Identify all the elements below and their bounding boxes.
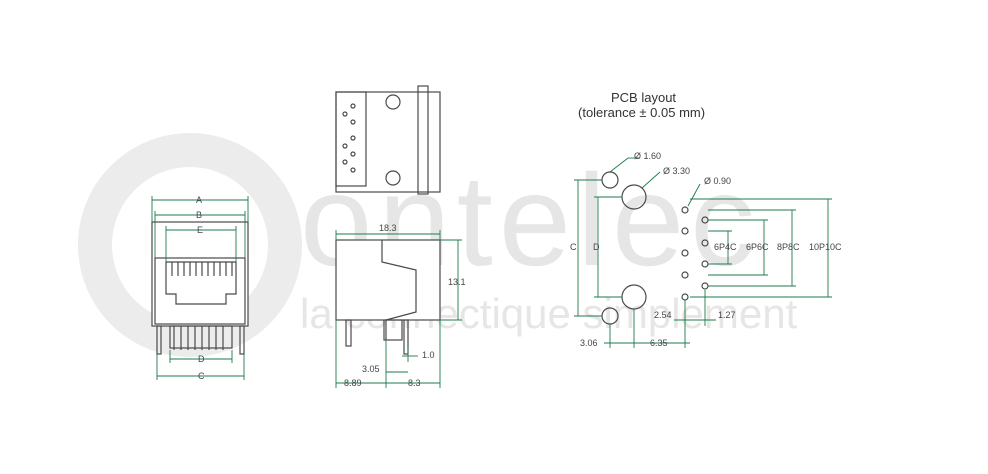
- hole-mid-label: Ø 3.30: [663, 166, 690, 176]
- dim-A: A: [196, 195, 202, 205]
- pcb-layout: PCB layout (tolerance ± 0.05 mm) Ø 1.60 …: [570, 90, 842, 348]
- dim-C: C: [198, 371, 205, 381]
- dim-width: 18.3: [379, 223, 397, 233]
- hole-small-label: Ø 0.90: [704, 176, 731, 186]
- pcb-x2: 6.35: [650, 338, 668, 348]
- pcb-D: D: [593, 242, 600, 252]
- dim-offset2: 8.89: [344, 378, 362, 388]
- pcb-subtitle: (tolerance ± 0.05 mm): [578, 105, 705, 120]
- pcb-x1: 3.06: [580, 338, 598, 348]
- pcb-title: PCB layout: [611, 90, 676, 105]
- dim-B: B: [196, 210, 202, 220]
- pcb-pitch: 2.54: [654, 310, 672, 320]
- pcb-10p10c: 10P10C: [809, 242, 842, 252]
- pcb-C: C: [570, 242, 577, 252]
- side-view: 18.3 13.1 1.0 3.05 8.89 8.3: [335, 223, 466, 388]
- pcb-half-pitch: 1.27: [718, 310, 736, 320]
- hole-large-label: Ø 1.60: [634, 151, 661, 161]
- front-view: A B E D C: [151, 195, 249, 381]
- top-view: [335, 85, 441, 195]
- pcb-6p4c: 6P4C: [714, 242, 737, 252]
- pcb-8p8c: 8P8C: [777, 242, 800, 252]
- dim-D: D: [198, 354, 205, 364]
- dim-height: 13.1: [448, 277, 466, 287]
- dim-pin-len: 1.0: [422, 350, 435, 360]
- watermark-logo-ring: [78, 133, 302, 357]
- dim-offset3: 8.3: [408, 378, 421, 388]
- pcb-6p6c: 6P6C: [746, 242, 769, 252]
- dim-E: E: [197, 225, 203, 235]
- dim-offset1: 3.05: [362, 364, 380, 374]
